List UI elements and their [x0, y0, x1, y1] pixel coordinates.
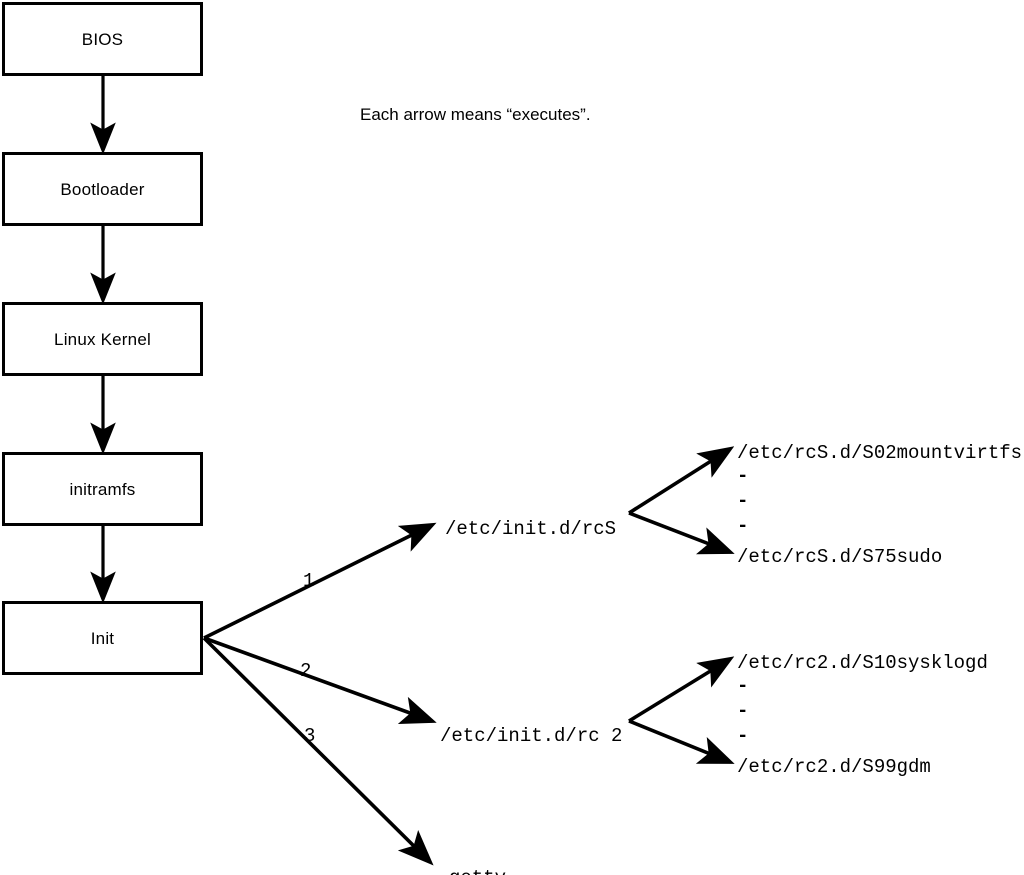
- rcS-subtree-arrow-last: [628, 511, 735, 555]
- node-box-bootloader: Bootloader: [2, 152, 203, 226]
- branch-target-label-3: getty: [449, 869, 506, 875]
- init-branch-arrow-1: [203, 522, 437, 640]
- node-label-initramfs: initramfs: [69, 479, 136, 499]
- rcS-subtree-ellipsis-dash-3: -: [737, 515, 749, 537]
- rc2-subtree-ellipsis-dash-1: -: [737, 675, 749, 697]
- node-box-initramfs: initramfs: [2, 452, 203, 526]
- init-branch-arrow-2: [203, 636, 437, 724]
- init-branch-arrow-group: [202, 522, 437, 866]
- node-box-kernel: Linux Kernel: [2, 302, 203, 376]
- rcS-subtree-ellipsis-dash-2: -: [737, 490, 749, 512]
- node-label-bootloader: Bootloader: [60, 179, 145, 199]
- diagram-caption: Each arrow means “executes”.: [360, 105, 591, 124]
- rc2-subtree-ellipsis-dash-3: -: [737, 725, 749, 747]
- branch-target-label-2: /etc/init.d/rc 2: [440, 725, 623, 747]
- rc2-subtree-label-last: /etc/rc2.d/S99gdm: [737, 756, 931, 778]
- rc2-subtree-label-first: /etc/rc2.d/S10sysklogd: [737, 652, 988, 674]
- branch-number-1: 1: [303, 570, 315, 592]
- node-label-kernel: Linux Kernel: [54, 329, 151, 349]
- rc2-subtree-arrow-last: [628, 719, 735, 764]
- subtree-arrow-group: [628, 446, 735, 764]
- rcS-subtree-label-first: /etc/rcS.d/S02mountvirtfs: [737, 442, 1023, 464]
- branch-number-2: 2: [300, 660, 312, 682]
- branch-target-label-1: /etc/init.d/rcS: [445, 518, 617, 540]
- rcS-subtree-arrow-first: [628, 446, 735, 515]
- node-label-bios: BIOS: [81, 29, 124, 49]
- node-label-init: Init: [90, 628, 115, 648]
- init-branch-arrow-3: [202, 636, 434, 866]
- node-box-bios: BIOS: [2, 2, 203, 76]
- rcS-subtree-label-last: /etc/rcS.d/S75sudo: [737, 546, 943, 568]
- rc2-subtree-ellipsis-dash-2: -: [737, 700, 749, 722]
- node-box-init: Init: [2, 601, 203, 675]
- branch-number-3: 3: [304, 725, 316, 747]
- rcS-subtree-ellipsis-dash-1: -: [737, 465, 749, 487]
- rc2-subtree-arrow-first: [628, 656, 735, 723]
